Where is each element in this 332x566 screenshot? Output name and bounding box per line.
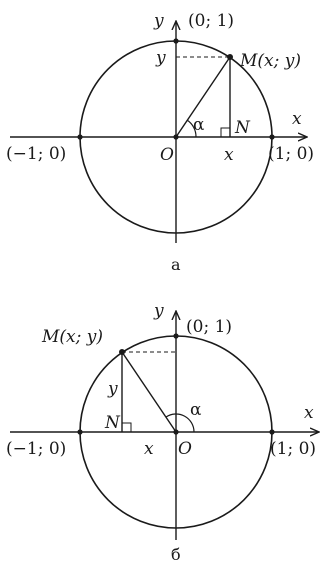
x-axis-label-b: x bbox=[304, 403, 314, 423]
point-left-b bbox=[77, 429, 83, 435]
right-point-label-b: (1; 0) bbox=[270, 439, 316, 459]
caption-b: б bbox=[171, 545, 181, 564]
y-proj-label-a: y bbox=[155, 48, 166, 68]
angle-label-a: α bbox=[193, 115, 205, 135]
y-proj-label-b: y bbox=[107, 379, 118, 399]
y-axis-label-b: y bbox=[153, 301, 164, 321]
top-point-label-b: (0; 1) bbox=[186, 317, 232, 337]
top-point-label-a: (0; 1) bbox=[188, 11, 234, 31]
diagram-a: y (0; 1) y M(x; y) α N x (−1; 0) O x (1;… bbox=[6, 11, 314, 274]
point-origin-a bbox=[173, 134, 179, 140]
x-proj-label-b: x bbox=[144, 439, 154, 459]
foot-label-b: N bbox=[104, 413, 121, 433]
foot-label-a: N bbox=[234, 118, 251, 138]
diagram-b: y (0; 1) M(x; y) y α N x (−1; 0) x O (1;… bbox=[6, 301, 318, 564]
origin-label-b: O bbox=[178, 439, 192, 459]
point-m-a bbox=[227, 54, 233, 60]
x-axis-label-a: x bbox=[292, 109, 302, 129]
right-angle-mark-a bbox=[220, 127, 230, 137]
point-left-a bbox=[77, 134, 83, 140]
point-right-a bbox=[269, 134, 275, 140]
point-top-a bbox=[173, 38, 179, 44]
origin-label-a: O bbox=[160, 145, 174, 165]
radius-om-a bbox=[175, 56, 231, 138]
point-m-b bbox=[119, 349, 125, 355]
angle-label-b: α bbox=[190, 400, 202, 420]
point-m-label-a: M(x; y) bbox=[239, 51, 301, 71]
y-axis-label-a: y bbox=[153, 11, 164, 31]
left-point-label-b: (−1; 0) bbox=[6, 439, 66, 459]
caption-a: а bbox=[171, 255, 181, 274]
point-origin-b bbox=[173, 429, 179, 435]
point-top-b bbox=[173, 333, 179, 339]
point-m-label-b: M(x; y) bbox=[41, 327, 103, 347]
x-proj-label-a: x bbox=[224, 145, 234, 165]
radius-om-b bbox=[121, 351, 177, 433]
right-point-label-a: (1; 0) bbox=[268, 144, 314, 164]
angle-arc-a bbox=[186, 119, 197, 138]
right-angle-mark-b bbox=[122, 422, 132, 432]
angle-arc-b bbox=[165, 413, 195, 433]
point-right-b bbox=[269, 429, 275, 435]
left-point-label-a: (−1; 0) bbox=[6, 144, 66, 164]
